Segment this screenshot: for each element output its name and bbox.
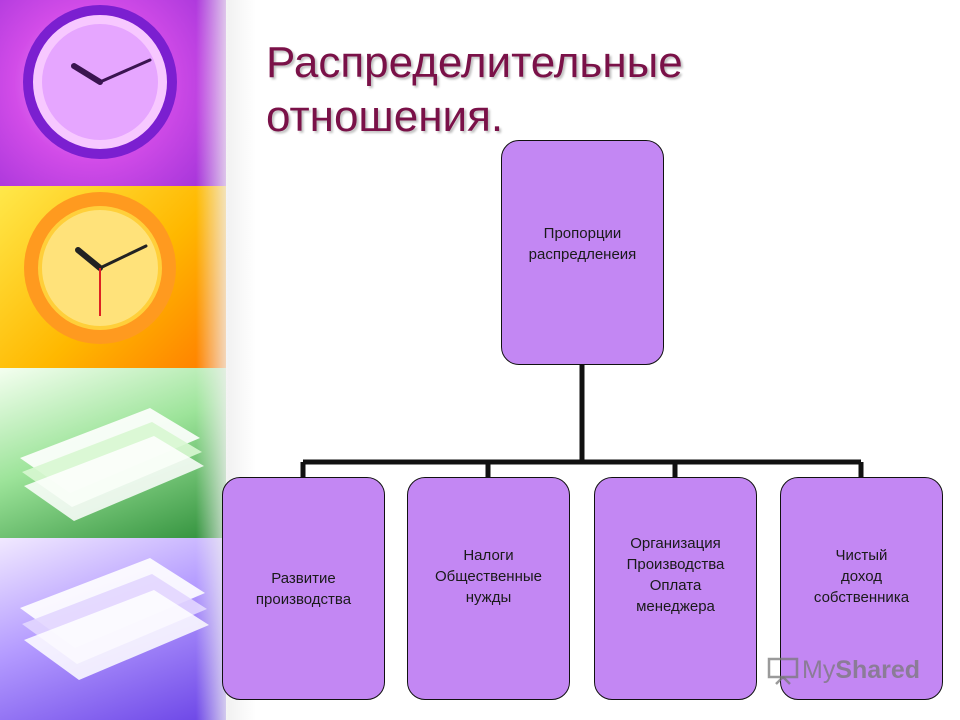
child-node-label: Организация Производства Оплата менеджер… <box>626 534 725 615</box>
child-node-label: Налоги Общественные нужды <box>435 547 542 606</box>
papers-icon <box>20 408 204 521</box>
decorative-photo-strip <box>0 0 256 720</box>
clock-icon <box>23 5 177 159</box>
watermark-shared: Shared <box>835 655 921 684</box>
root-node: Пропорции распредленеия <box>501 140 664 365</box>
green-papers-photo <box>0 368 226 538</box>
child-node-label: Развитие производства <box>255 569 352 608</box>
child-node-label: Чистый доход собственника <box>813 547 910 606</box>
child-node: Налоги Общественные нужды <box>407 477 570 700</box>
orange-clock-photo <box>0 186 226 368</box>
watermark-my: My <box>802 655 836 684</box>
purple-clock-photo <box>0 0 226 186</box>
violet-papers-photo <box>0 538 226 720</box>
slide-title: Распределительные отношения. <box>266 38 683 141</box>
child-node: Организация Производства Оплата менеджер… <box>594 477 757 700</box>
root-node-label: Пропорции распредленеия <box>528 225 637 263</box>
papers-icon <box>20 558 209 680</box>
child-node: Чистый доход собственника <box>780 477 943 700</box>
projector-screen-icon <box>767 657 799 685</box>
clock-icon <box>24 192 176 344</box>
child-node: Развитие производства <box>222 477 385 700</box>
